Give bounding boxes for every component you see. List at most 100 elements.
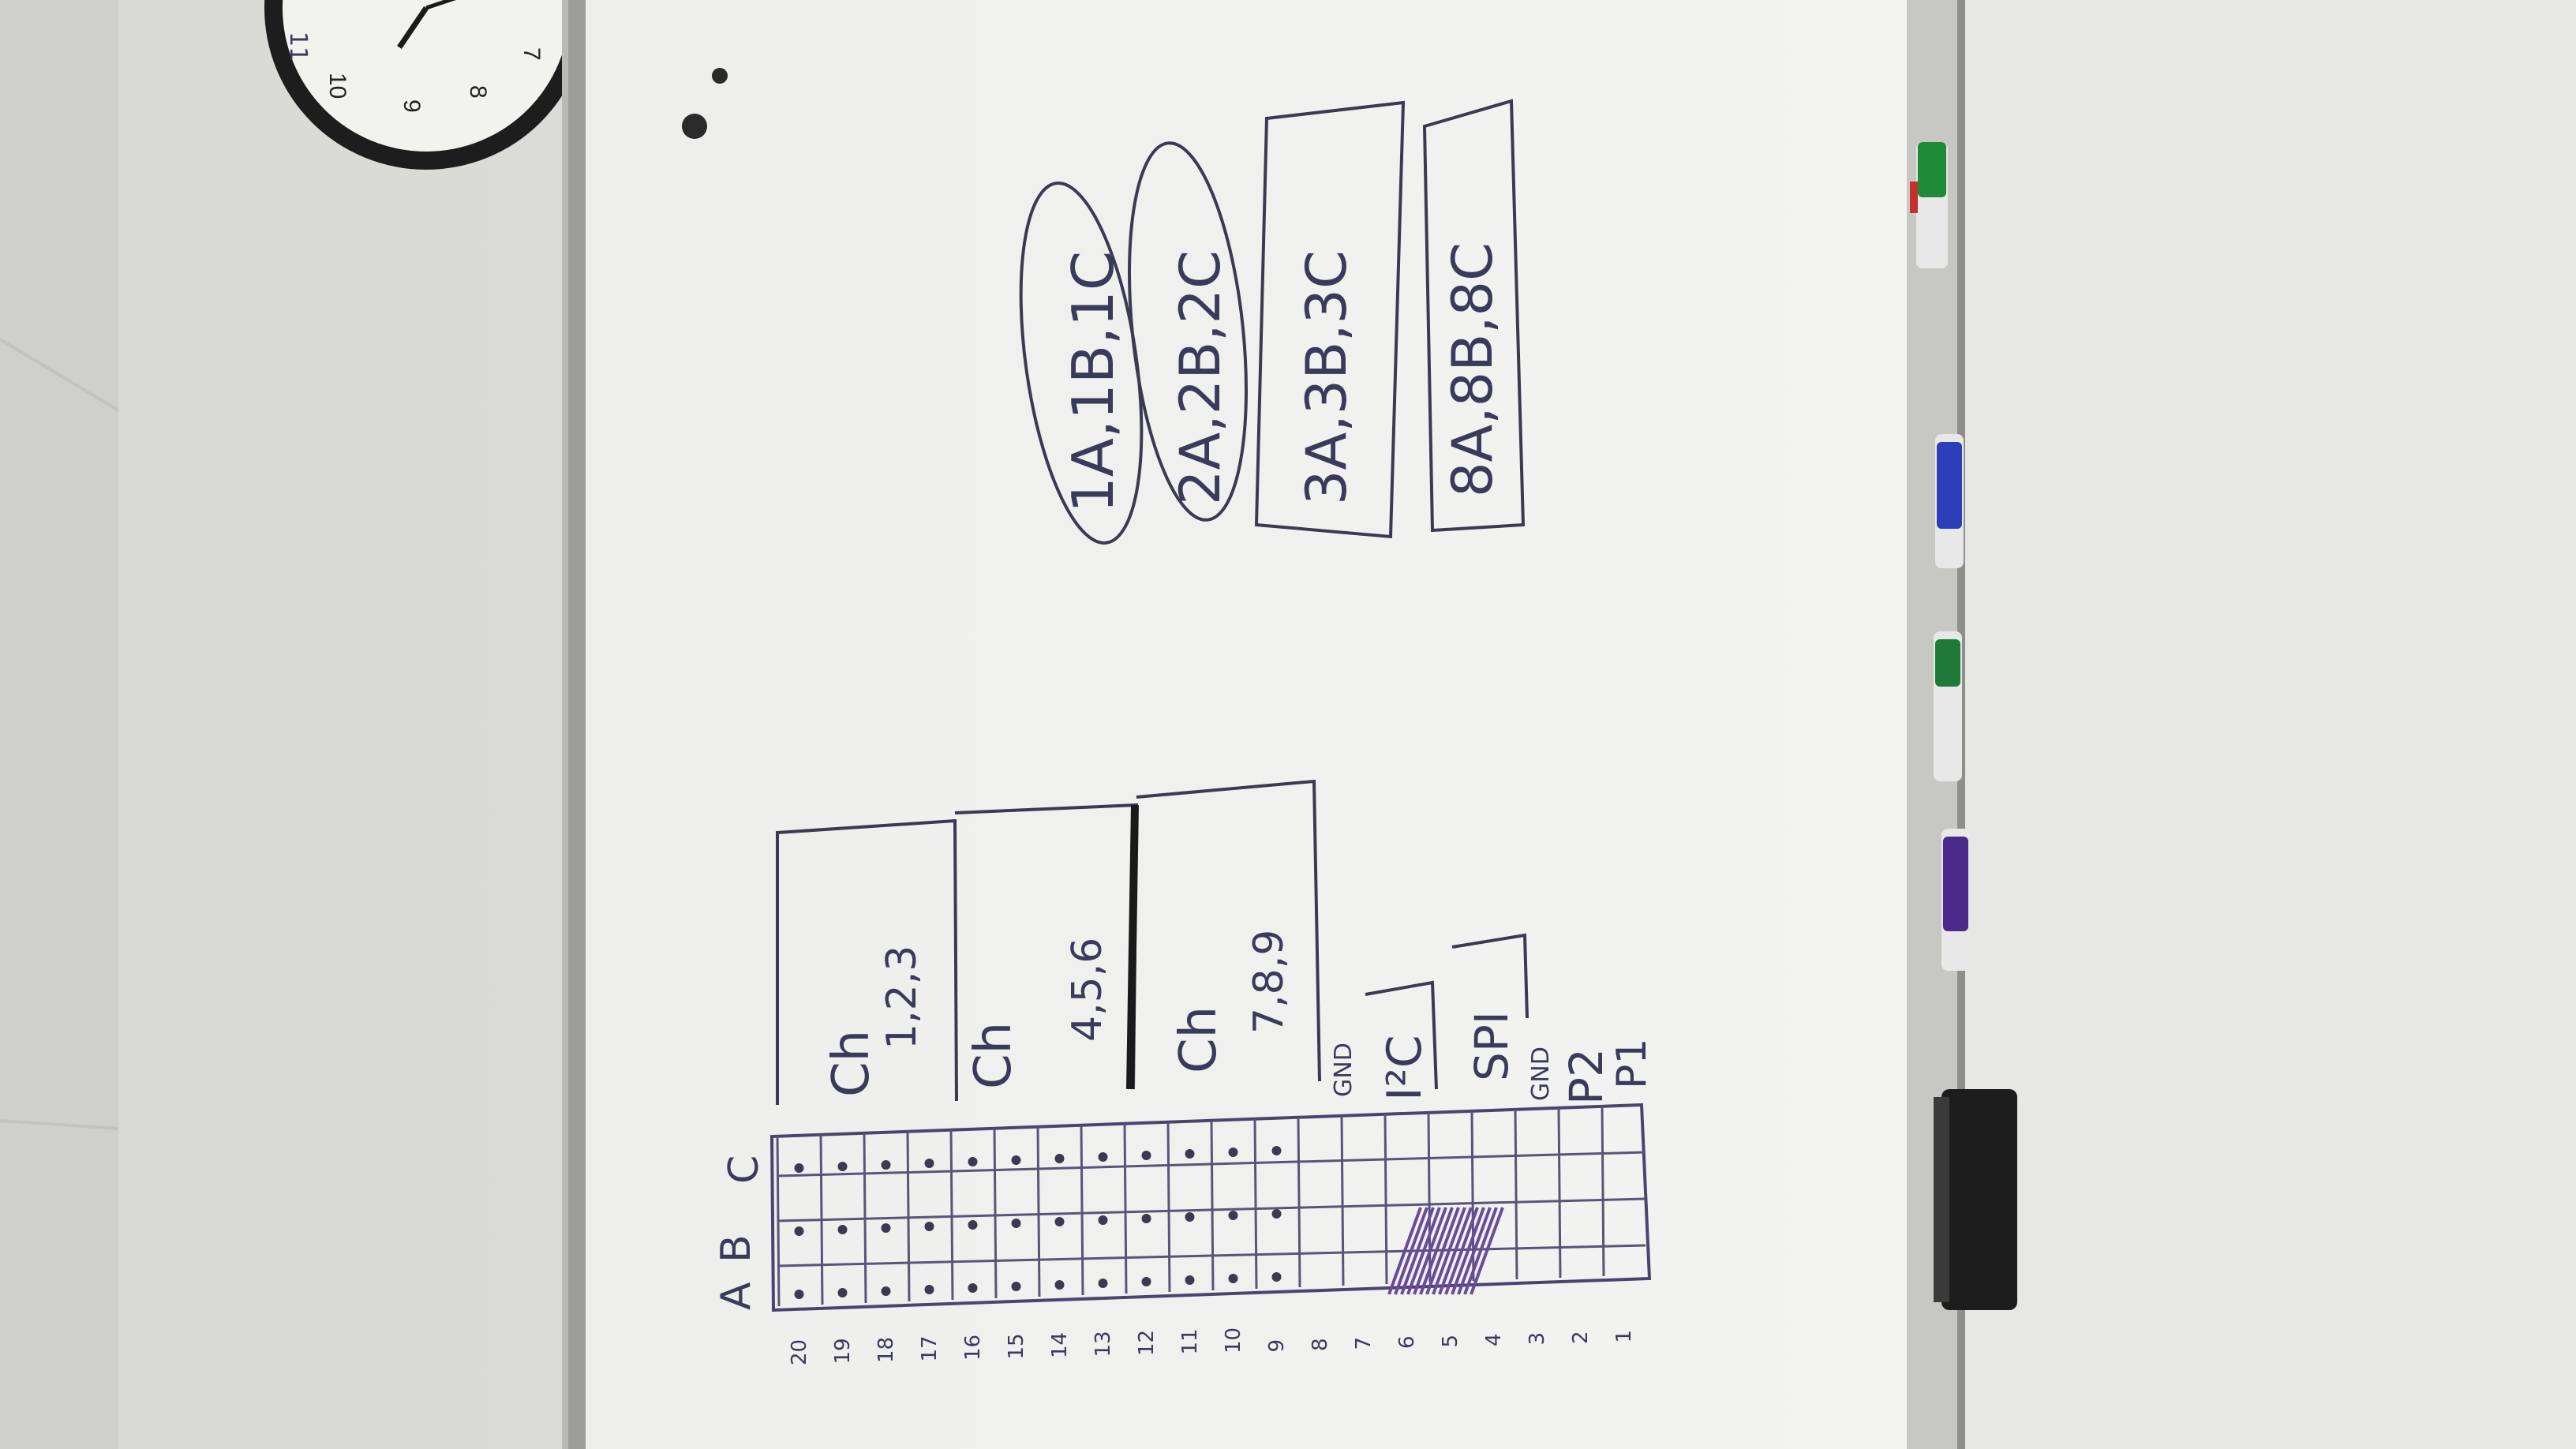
group-3-label: 3A,3B,3C — [1294, 250, 1359, 505]
pin-dot — [1011, 1282, 1021, 1291]
clock-hand — [397, 6, 429, 49]
pin-dot — [881, 1286, 891, 1296]
pin-dot — [837, 1288, 848, 1297]
pin-dot — [1185, 1149, 1195, 1159]
hatch-mark — [1463, 1207, 1498, 1295]
grid-row-line — [949, 1129, 954, 1301]
hatch-mark — [1419, 1207, 1454, 1295]
row-number: 13 — [1091, 1331, 1115, 1357]
group-2-label: 2A,2B,2C — [1168, 250, 1233, 505]
p2-label: P2 — [1559, 1048, 1613, 1105]
column-header-c: C — [721, 1155, 768, 1184]
grid-row-line — [1080, 1125, 1084, 1296]
clock-hand — [425, 0, 456, 10]
row-number: 6 — [1395, 1335, 1419, 1349]
pin-dot — [968, 1220, 978, 1230]
whiteboard-surface — [584, 0, 1907, 1449]
pin-dot — [924, 1222, 934, 1231]
magnet — [712, 68, 728, 84]
row-number: 12 — [1135, 1330, 1159, 1356]
gnd-label-top: GND — [1330, 1043, 1357, 1097]
row-number: 20 — [788, 1339, 811, 1365]
row-number: 15 — [1005, 1333, 1028, 1359]
pin-dot — [1098, 1152, 1108, 1162]
channel-boxes: Ch 1,2,3 Ch 4,5,6 Ch 7,8,9 — [776, 779, 1321, 1105]
group-box-8 — [1422, 99, 1526, 533]
group-1-label: 1A,1B,1C — [1060, 251, 1126, 513]
hatch-mark — [1451, 1207, 1485, 1295]
grid-row-line — [1383, 1114, 1388, 1285]
grid-row-line — [906, 1131, 911, 1302]
hatch-mark — [1470, 1207, 1504, 1295]
row-number: 8 — [1309, 1338, 1332, 1351]
pin-dot — [881, 1160, 891, 1170]
pin-dot — [1185, 1212, 1195, 1222]
row-number: 18 — [874, 1337, 898, 1363]
hatch-mark — [1387, 1207, 1422, 1295]
pin-dot — [794, 1163, 804, 1173]
hatch-mark — [1438, 1207, 1473, 1295]
channel-box-1 — [776, 818, 958, 1105]
pin-dot — [1054, 1154, 1065, 1163]
row-number: 14 — [1048, 1332, 1072, 1358]
markers — [1910, 142, 2017, 1310]
grid-row-line — [1123, 1123, 1128, 1294]
marker-purple — [1941, 829, 1970, 971]
row-number: 2 — [1569, 1331, 1593, 1344]
grid-row-line — [993, 1128, 998, 1299]
pin-dot — [1271, 1146, 1282, 1155]
channel-box-1-channels: 1,2,3 — [878, 945, 926, 1050]
pin-dot — [968, 1157, 978, 1166]
clock-numeral-10: 10 — [324, 73, 350, 99]
grid-row-line — [1166, 1121, 1171, 1293]
group-oval-2 — [1128, 141, 1248, 522]
pin-dot — [794, 1226, 804, 1236]
group-box-3 — [1254, 100, 1406, 539]
channel-box-3 — [1136, 779, 1321, 1082]
channel-box-1-title: Ch — [822, 1030, 881, 1097]
magnet — [682, 114, 707, 139]
marker-blue — [1935, 434, 1964, 568]
hatch-mark — [1432, 1207, 1466, 1295]
p1-label: P1 — [1608, 1039, 1656, 1089]
row-number: 11 — [1178, 1328, 1202, 1354]
grid-outline — [769, 1103, 1652, 1312]
pin-dot — [1011, 1155, 1021, 1165]
pin-dot — [1228, 1148, 1238, 1157]
pin-dot — [968, 1283, 978, 1293]
pin-dot — [837, 1162, 848, 1171]
row-number: 19 — [831, 1338, 855, 1364]
grid-row-line — [863, 1133, 867, 1304]
pin-dot — [1098, 1215, 1108, 1225]
group-labels: 1A,1B,1C 2A,2B,2C 3A,3B,3C 8A,8B,8C — [1019, 99, 1526, 545]
grid-row-line — [776, 1136, 781, 1307]
grid-row-line — [1340, 1115, 1345, 1286]
pin-dot — [1141, 1151, 1151, 1160]
eraser — [1934, 1089, 2017, 1310]
pin-dot — [1054, 1280, 1065, 1290]
marker-green — [1910, 142, 1948, 268]
pin-dot — [924, 1285, 934, 1294]
column-header-a: A — [713, 1282, 760, 1310]
grid-row-line — [1297, 1117, 1301, 1288]
grid-row-line — [1514, 1109, 1518, 1280]
pin-dot — [1185, 1275, 1195, 1285]
pin-dot — [1271, 1272, 1282, 1282]
channel-box-2-title: Ch — [964, 1022, 1023, 1089]
pin-dot — [837, 1225, 848, 1234]
wall-edge — [0, 0, 118, 1449]
bus-labels: GND I²C SPI GND P2 P1 — [1330, 933, 1656, 1105]
column-header-b: B — [713, 1234, 760, 1263]
hatch-mark — [1413, 1207, 1447, 1295]
row-number: 1 — [1612, 1330, 1636, 1343]
grid-row-line — [819, 1134, 824, 1305]
pin-dot — [794, 1290, 804, 1299]
row-number: 4 — [1482, 1333, 1506, 1346]
i2c-box — [1365, 980, 1438, 1090]
pin-dot — [1098, 1279, 1108, 1288]
clock-numeral-8: 8 — [465, 85, 491, 99]
pin-dot — [881, 1223, 891, 1233]
channel-box-2-channels: 4,5,6 — [1064, 938, 1111, 1042]
